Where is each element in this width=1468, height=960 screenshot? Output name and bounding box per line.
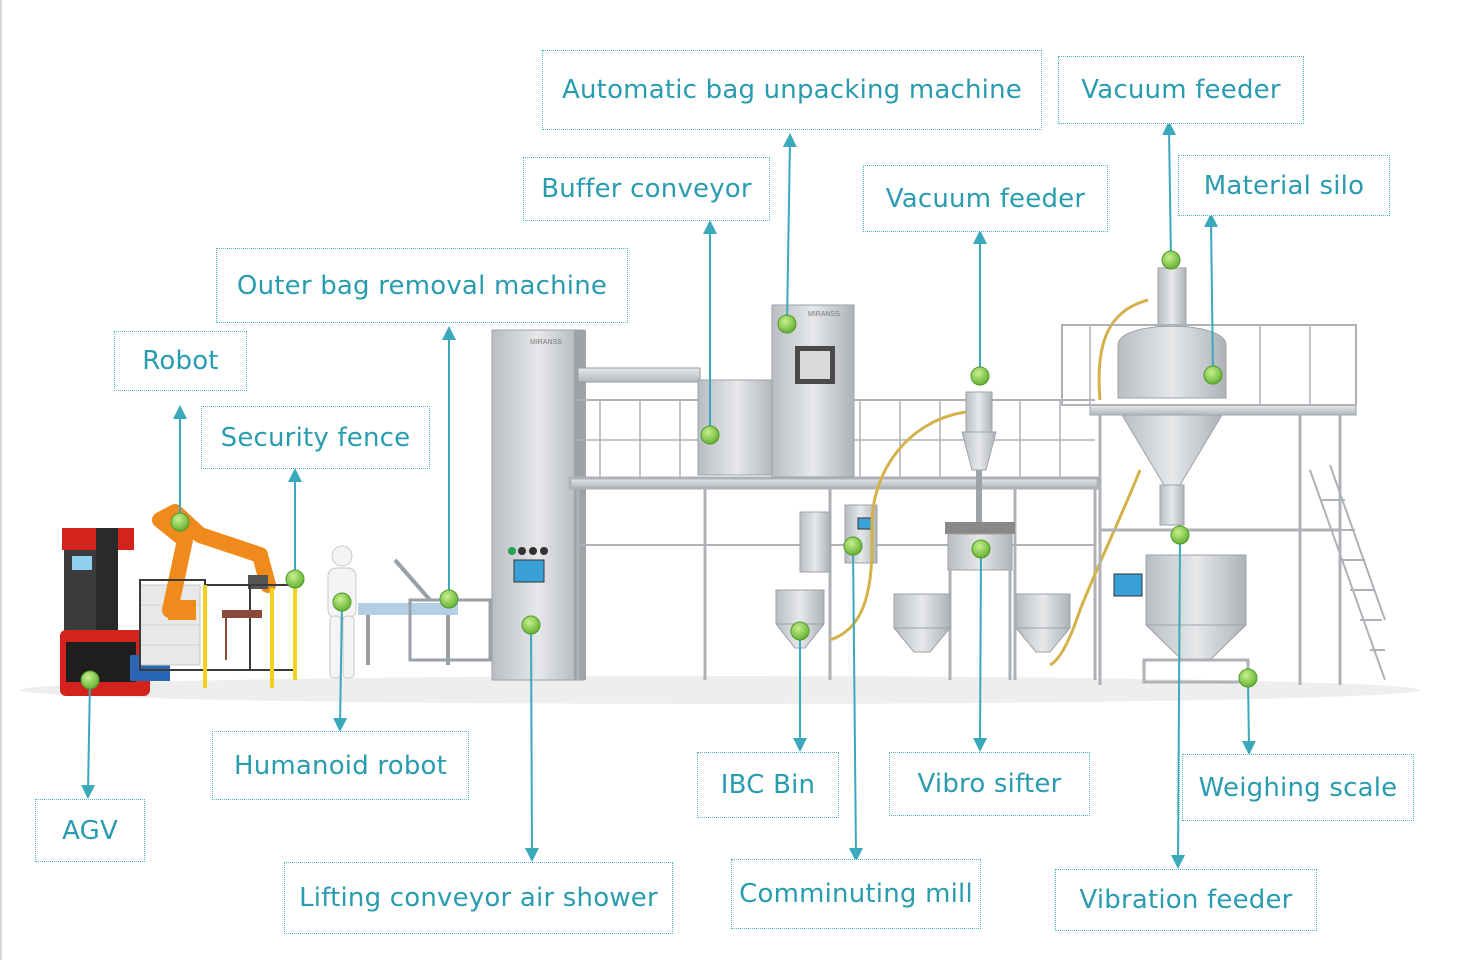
- leader-comminuting: [848, 545, 863, 862]
- label-material-silo: Material silo: [1178, 155, 1390, 216]
- marker-weighing: [1238, 668, 1258, 688]
- label-weighing-scale: Weighing scale: [1182, 754, 1414, 821]
- label-automatic-bag-unpacking-machine: Automatic bag unpacking machine: [542, 50, 1042, 130]
- leader-vacuum-top: [1162, 121, 1177, 261]
- label-outer-bag-removal-machine: Outer bag removal machine: [216, 248, 628, 323]
- label-comminuting-mill: Comminuting mill: [731, 859, 981, 929]
- marker-vibration-feeder: [1170, 525, 1190, 545]
- marker-buffer-conveyor: [700, 425, 720, 445]
- ibc-bins: [774, 504, 1072, 653]
- access-stairs: [1309, 464, 1386, 681]
- label-ibc-bin: IBC Bin: [697, 752, 839, 818]
- leader-vibration-feeder: [1171, 534, 1186, 869]
- leader-vibro: [973, 548, 988, 752]
- mezzanine-platform: [568, 399, 1100, 680]
- label-vacuum-feeder-mid: Vacuum feeder: [863, 165, 1108, 232]
- brand-plate-unpacker: MIRANSS: [808, 311, 840, 318]
- vacuum-feeder-mid-unit: [961, 391, 997, 525]
- left-edge-line: [0, 0, 2, 960]
- robot-cell: [139, 504, 297, 688]
- marker-material-silo: [1203, 365, 1223, 385]
- marker-vacuum-top: [1161, 250, 1181, 270]
- leader-agv: [81, 679, 96, 799]
- leader-weighing: [1241, 677, 1256, 755]
- leader-material-silo: [1204, 213, 1219, 376]
- marker-robot: [170, 512, 190, 532]
- marker-air-shower: [521, 615, 541, 635]
- leader-humanoid: [333, 602, 348, 732]
- label-lifting-conveyor-air-shower: Lifting conveyor air shower: [284, 862, 673, 934]
- label-security-fence: Security fence: [201, 406, 430, 469]
- leader-air-shower: [524, 624, 539, 862]
- buffer-conveyor-unit: [577, 367, 777, 476]
- roller-conveyor: [358, 558, 492, 665]
- label-buffer-conveyor: Buffer conveyor: [523, 157, 770, 221]
- leader-unpacking: [782, 133, 797, 325]
- label-robot: Robot: [114, 331, 247, 391]
- material-silo-structure: [1061, 267, 1386, 685]
- label-vibro-sifter: Vibro sifter: [889, 752, 1090, 816]
- marker-vacuum-mid: [970, 366, 990, 386]
- brand-plate-tower: MIRANSS: [530, 339, 562, 346]
- marker-unpacking: [777, 314, 797, 334]
- marker-agv: [80, 670, 100, 690]
- floor-shadow: [20, 676, 1420, 704]
- marker-ibc: [790, 621, 810, 641]
- label-agv: AGV: [35, 799, 145, 862]
- marker-humanoid: [332, 592, 352, 612]
- bag-unpacking-machine: MIRANSS: [771, 304, 855, 478]
- marker-outer-bag: [439, 589, 459, 609]
- marker-vibro: [971, 539, 991, 559]
- humanoid-figure: [327, 545, 357, 679]
- green-markers: [80, 250, 1258, 690]
- leader-lines: [81, 121, 1256, 869]
- marker-comminuting: [843, 536, 863, 556]
- label-humanoid-robot: Humanoid robot: [212, 731, 469, 800]
- label-vacuum-feeder-top: Vacuum feeder: [1058, 56, 1304, 124]
- agv-machine: [60, 528, 170, 696]
- marker-security-fence: [285, 569, 305, 589]
- label-vibration-feeder: Vibration feeder: [1055, 869, 1317, 931]
